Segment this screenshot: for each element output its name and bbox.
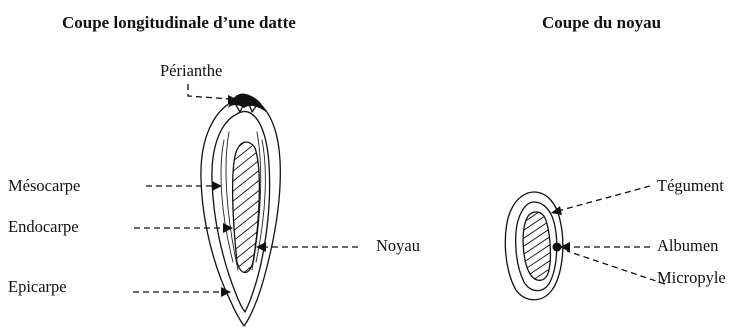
- noyau-arrowhead: [256, 242, 266, 252]
- endocarpe-arrowhead: [223, 223, 233, 233]
- tegument-arrowhead: [551, 206, 562, 215]
- seed-contour: [233, 142, 260, 273]
- label-noyau: Noyau: [376, 236, 420, 256]
- left-leaders: [133, 84, 358, 297]
- micropyle-leader: [567, 251, 665, 284]
- perianthe-leader: [188, 84, 230, 99]
- right-leaders: [551, 186, 665, 284]
- label-perianthe: Périanthe: [160, 61, 222, 81]
- albumen-arrowhead: [560, 242, 570, 252]
- epicarpe-arrowhead: [221, 287, 231, 297]
- perianth-cap: [228, 94, 266, 112]
- left-figure-title: Coupe longitudinale d’une datte: [62, 13, 296, 33]
- fruit-inner-contour: [212, 112, 270, 312]
- label-tegument: Tégument: [657, 176, 724, 196]
- albumen-contour: [523, 212, 550, 280]
- kernel-section: [505, 190, 563, 308]
- label-epicarpe: Epicarpe: [8, 277, 67, 297]
- label-albumen: Albumen: [657, 236, 718, 256]
- date-fruit-section: [201, 94, 280, 326]
- label-mesocarpe: Mésocarpe: [8, 176, 80, 196]
- right-figure-title: Coupe du noyau: [542, 13, 661, 33]
- label-endocarpe: Endocarpe: [8, 217, 79, 237]
- label-micropyle: Micropyle: [657, 268, 726, 288]
- tegument-leader: [558, 186, 650, 211]
- mesocarpe-arrowhead: [212, 181, 222, 191]
